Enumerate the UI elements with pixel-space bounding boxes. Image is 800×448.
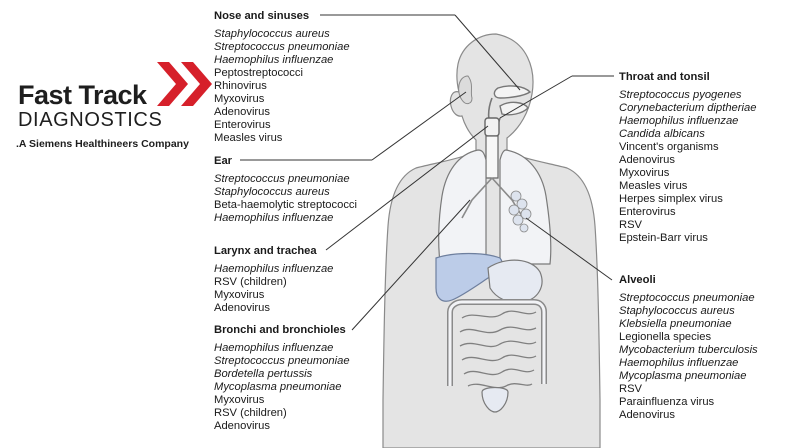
organism-item: RSV [619, 219, 643, 231]
organism-item: Haemophilus influenzae [214, 54, 334, 66]
logo-brand-text: Fast Track [18, 80, 147, 110]
group-title: Ear [214, 155, 233, 167]
organism-item: RSV (children) [214, 276, 287, 288]
group-title: Bronchi and bronchioles [214, 324, 346, 336]
group-title: Throat and tonsil [619, 71, 710, 83]
large-intestine-inner [448, 300, 546, 386]
bladder-shape [481, 386, 509, 413]
organism-item: Legionella species [619, 331, 712, 343]
organism-item: Peptostreptococci [214, 67, 303, 79]
organism-item: Myxovirus [214, 394, 265, 406]
organism-item: Mycoplasma pneumoniae [619, 370, 747, 382]
organism-item: Haemophilus influenzae [619, 115, 739, 127]
organism-item: RSV (children) [214, 407, 287, 419]
organism-item: Streptococcus pneumoniae [214, 355, 350, 367]
company-logo: Fast Track DIAGNOSTICS .A Siemens Health… [16, 58, 218, 158]
organism-item: Streptococcus pyogenes [619, 89, 742, 101]
organism-item: Haemophilus influenzae [619, 357, 739, 369]
body-silhouette [382, 33, 601, 448]
organism-item: Haemophilus influenzae [214, 212, 334, 224]
organism-item: Corynebacterium diptheriae [619, 102, 757, 114]
leader-bronchi [351, 199, 471, 331]
organism-item: Klebsiella pneumoniae [619, 318, 732, 330]
organism-item: Adenovirus [619, 409, 675, 421]
organism-item: Herpes simplex virus [619, 193, 723, 205]
organism-item: Staphylococcus aureus [619, 305, 735, 317]
organism-item: Beta-haemolytic streptococci [214, 199, 358, 211]
organism-item: Rhinovirus [214, 80, 267, 92]
group-title: Alveoli [619, 274, 656, 286]
logo-subtitle: DIAGNOSTICS [18, 109, 163, 131]
ear-shape [458, 75, 473, 105]
organism-item: Enterovirus [214, 119, 271, 131]
leader-alveoli [525, 217, 613, 281]
leader-nose-diag [454, 14, 521, 91]
organism-item: Candida albicans [619, 128, 705, 140]
organism-item: Myxovirus [619, 167, 670, 179]
organism-item: Enterovirus [619, 206, 676, 218]
organism-item: Streptococcus pneumoniae [619, 292, 755, 304]
double-chevron-icon [157, 62, 212, 106]
group-title: Larynx and trachea [214, 245, 317, 257]
group-bronchi-and-bronchioles: Bronchi and bronchioles Haemophilus infl… [214, 323, 350, 433]
organism-item: Measles virus [214, 132, 283, 144]
small-intestine [459, 310, 537, 389]
group-larynx-and-trachea: Larynx and trachea Haemophilus influenza… [214, 244, 333, 315]
organism-item: Streptococcus pneumoniae [214, 41, 350, 53]
leader-ear-diag [371, 91, 467, 161]
organism-item: Epstein-Barr virus [619, 232, 708, 244]
trachea-shape [485, 135, 499, 179]
logo-tagline: .A Siemens Healthineers Company [16, 138, 189, 150]
alveoli-cluster [508, 190, 532, 233]
organism-item: Adenovirus [619, 154, 675, 166]
organism-item: Myxovirus [214, 93, 265, 105]
leader-larynx [325, 125, 489, 251]
organism-item: Adenovirus [214, 302, 270, 314]
organism-item: Adenovirus [214, 106, 270, 118]
organism-item: Mycobacterium tuberculosis [619, 344, 758, 356]
organism-item: Staphylococcus aureus [214, 186, 330, 198]
group-title: Nose and sinuses [214, 10, 310, 22]
leader-throat-diag [499, 75, 573, 119]
liver-shape [435, 252, 503, 302]
organism-item: Staphylococcus aureus [214, 28, 330, 40]
leader-lines [240, 14, 614, 331]
stomach-shape [487, 259, 543, 303]
organism-item: Adenovirus [214, 420, 270, 432]
group-throat-and-tonsil: Throat and tonsil Streptococcus pyogenes… [619, 70, 756, 245]
organism-item: Bordetella pertussis [214, 368, 313, 380]
organism-item: Vincent's organisms [619, 141, 719, 153]
organism-item: Myxovirus [214, 289, 265, 301]
organism-item: Haemophilus influenzae [214, 263, 334, 275]
organism-item: Haemophilus influenzae [214, 342, 334, 354]
organism-item: Measles virus [619, 180, 688, 192]
organism-item: RSV [619, 383, 643, 395]
organism-item: Mycoplasma pneumoniae [214, 381, 342, 393]
organism-item: Parainfluenza virus [619, 396, 715, 408]
organism-item: Streptococcus pneumoniae [214, 173, 350, 185]
